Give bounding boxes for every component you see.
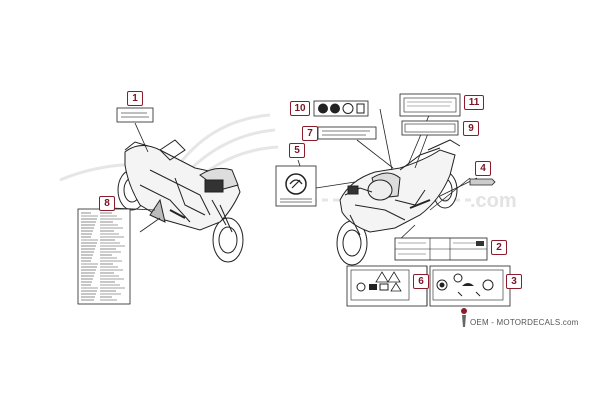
callout-4: 4 xyxy=(475,161,491,176)
callout-1: 1 xyxy=(127,91,143,106)
motorcycle-left-view-icon xyxy=(117,139,244,263)
callout-3: 3 xyxy=(506,274,522,289)
decal-6-shape xyxy=(346,265,428,307)
callout-8: 8 xyxy=(99,196,115,211)
brand-text: OEM - MOTORDECALS.com xyxy=(470,318,579,327)
callout-2: 2 xyxy=(491,240,507,255)
callout-6: 6 xyxy=(413,274,429,289)
decal-5-shape xyxy=(275,165,317,207)
decal-3-shape xyxy=(429,265,511,307)
decal-7-shape xyxy=(317,126,377,140)
decal-4-shape xyxy=(469,178,496,186)
decal-8-shape xyxy=(77,208,131,305)
decal-1-shape xyxy=(116,107,154,123)
oem-logo-icon xyxy=(461,308,467,327)
decal-2-shape xyxy=(394,237,488,261)
decal-11-shape xyxy=(399,93,461,117)
callout-9: 9 xyxy=(463,121,479,136)
motorcycle-right-view-icon xyxy=(336,139,461,266)
callout-10: 10 xyxy=(290,101,310,116)
callout-11: 11 xyxy=(464,95,484,110)
watermark-text: .com xyxy=(470,190,517,212)
leader-lines-left xyxy=(111,122,161,233)
decal-10-shape xyxy=(313,100,369,117)
callout-5: 5 xyxy=(289,143,305,158)
decal-9-shape xyxy=(401,120,459,136)
callout-7: 7 xyxy=(302,126,318,141)
